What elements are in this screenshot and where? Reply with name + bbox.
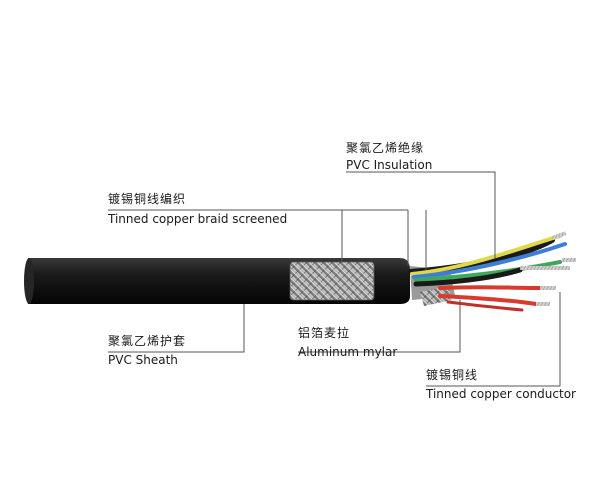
label-mylar-en: Aluminum mylar bbox=[298, 345, 398, 359]
leader-lines bbox=[108, 171, 561, 387]
label-braid-en: Tinned copper braid screened bbox=[108, 212, 288, 226]
label-pvc-insulation-zh: 聚氯乙烯绝缘 bbox=[346, 141, 425, 155]
label-sheath-en: PVC Sheath bbox=[108, 353, 178, 367]
label-pvc-insulation-en: PVC Insulation bbox=[346, 158, 433, 172]
braid-screen bbox=[289, 261, 375, 301]
tinned-conductors bbox=[520, 231, 576, 306]
label-conductor-en: Tinned copper conductor bbox=[426, 387, 576, 401]
label-mylar-zh: 铝箔麦拉 bbox=[298, 326, 351, 340]
label-sheath-zh: 聚氯乙烯护套 bbox=[108, 334, 187, 348]
label-braid-zh: 镀锡铜线编织 bbox=[108, 192, 187, 206]
insulated-wires bbox=[407, 234, 567, 312]
label-conductor-zh: 镀锡铜线 bbox=[426, 368, 479, 382]
